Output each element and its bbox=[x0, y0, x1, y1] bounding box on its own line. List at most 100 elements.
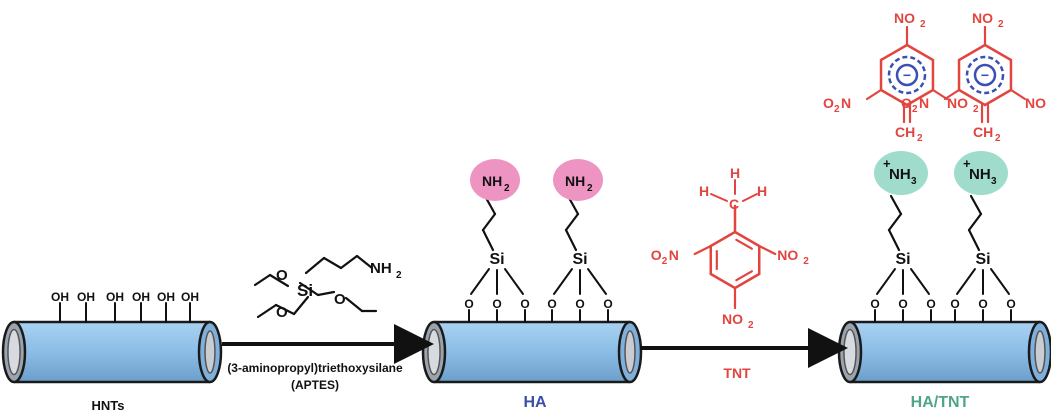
tube-lumen-right bbox=[1034, 330, 1046, 374]
minus-charge-circle bbox=[973, 63, 997, 87]
o2n-sub: 2 bbox=[662, 256, 668, 267]
hnts-label: HNTs bbox=[92, 398, 125, 410]
h-atom: H bbox=[699, 183, 709, 199]
si-o-bond bbox=[553, 268, 573, 295]
ha-tube bbox=[421, 320, 643, 384]
o2n-sub: 2 bbox=[912, 104, 918, 115]
si-o-bond bbox=[470, 268, 490, 295]
no2-sub: 2 bbox=[973, 104, 979, 115]
o-atom: O bbox=[492, 297, 501, 311]
oh-label: OH bbox=[181, 290, 199, 304]
aptes-abbr-label: (APTES) bbox=[291, 378, 339, 392]
tnt-ring bbox=[709, 230, 761, 290]
no2-bond bbox=[1009, 88, 1027, 101]
no2-text: NO bbox=[722, 311, 743, 327]
nh2-sub: 2 bbox=[504, 183, 510, 194]
si-atom: Si bbox=[572, 251, 587, 268]
aptes-nh2-text: NH bbox=[370, 260, 392, 277]
nh2-sub: 2 bbox=[587, 183, 593, 194]
no2-bond bbox=[943, 88, 961, 101]
aptes-si: Si bbox=[297, 281, 313, 300]
anion-ring bbox=[957, 43, 1013, 107]
tube-body bbox=[850, 322, 1040, 382]
methyl-c: C bbox=[729, 196, 739, 212]
no2-sub: 2 bbox=[803, 256, 809, 267]
o2n-o: O bbox=[901, 95, 912, 111]
o-atom: O bbox=[950, 297, 959, 311]
chain-bond bbox=[967, 212, 983, 232]
o2n-sub: 2 bbox=[834, 104, 840, 115]
tube-body bbox=[434, 322, 630, 382]
h-atom: H bbox=[757, 183, 767, 199]
si-atom: Si bbox=[975, 251, 990, 268]
no2-sub: 2 bbox=[998, 19, 1004, 30]
no2-text: NO bbox=[1025, 95, 1046, 111]
o-atom: O bbox=[520, 297, 529, 311]
no2-text: NO bbox=[947, 95, 968, 111]
ch-bond bbox=[742, 193, 758, 202]
chain-bond bbox=[967, 228, 981, 252]
tube-lumen-left bbox=[843, 328, 857, 376]
si-o-bond bbox=[910, 268, 930, 295]
aptes-o-upper: O bbox=[276, 267, 288, 284]
chain-bond bbox=[481, 212, 497, 232]
o-atom: O bbox=[870, 297, 879, 311]
no2-text: NO bbox=[894, 10, 915, 26]
tube-lumen-left bbox=[7, 328, 21, 376]
si-o-bond bbox=[876, 268, 896, 295]
ammonium-head bbox=[954, 151, 1008, 195]
oh-label: OH bbox=[106, 290, 124, 304]
anion-ring bbox=[879, 43, 935, 107]
minus-charge: − bbox=[903, 67, 911, 83]
no2-sub: 2 bbox=[920, 19, 926, 30]
double-bond bbox=[735, 238, 753, 250]
ch2-text: CH bbox=[973, 124, 993, 140]
aptes-o-lower-right: O bbox=[334, 291, 346, 308]
tnt-label: TNT bbox=[723, 365, 751, 381]
ch2-sub: 2 bbox=[917, 133, 923, 144]
o2n-n: N bbox=[919, 95, 929, 111]
o2n-o: O bbox=[823, 95, 834, 111]
oh-label: OH bbox=[132, 290, 150, 304]
tube-lumen-left bbox=[427, 328, 441, 376]
minus-charge-circle bbox=[895, 63, 919, 87]
o-atom: O bbox=[1006, 297, 1015, 311]
nh2-text: NH bbox=[565, 173, 585, 189]
double-bond bbox=[735, 270, 753, 282]
amine-head bbox=[470, 159, 520, 201]
o-atom: O bbox=[926, 297, 935, 311]
amine-head bbox=[553, 159, 603, 201]
no2-bond bbox=[758, 244, 777, 256]
o2n-n: N bbox=[841, 95, 851, 111]
aptes-molecule bbox=[253, 254, 378, 319]
si-o-bond bbox=[990, 268, 1010, 295]
si-atom: Si bbox=[895, 251, 910, 268]
nh3-sub: 3 bbox=[991, 176, 997, 187]
no2-bond bbox=[693, 244, 712, 256]
aptes-nh2-sub: 2 bbox=[396, 270, 402, 281]
si-atom: Si bbox=[489, 251, 504, 268]
oh-label: OH bbox=[157, 290, 175, 304]
chain-bond bbox=[887, 212, 903, 232]
o2n-o: O bbox=[651, 247, 662, 263]
aptes-o-lower-left: O bbox=[276, 304, 288, 321]
o-atom: O bbox=[575, 297, 584, 311]
ha-label: HA bbox=[523, 394, 547, 410]
chain-bond bbox=[889, 194, 903, 216]
no2-bond bbox=[931, 88, 949, 101]
chain-bond bbox=[564, 228, 578, 252]
o-atom: O bbox=[464, 297, 473, 311]
tube-lumen-right bbox=[624, 330, 636, 374]
ha-tnt-tube bbox=[837, 320, 1051, 384]
o-atom: O bbox=[978, 297, 987, 311]
nh3-text: NH bbox=[889, 166, 911, 183]
nh3-text: NH bbox=[969, 166, 991, 183]
tube-body bbox=[14, 322, 210, 382]
si-o-bond bbox=[956, 268, 976, 295]
tube-lumen-right bbox=[204, 330, 216, 374]
chain-bond bbox=[969, 194, 983, 216]
